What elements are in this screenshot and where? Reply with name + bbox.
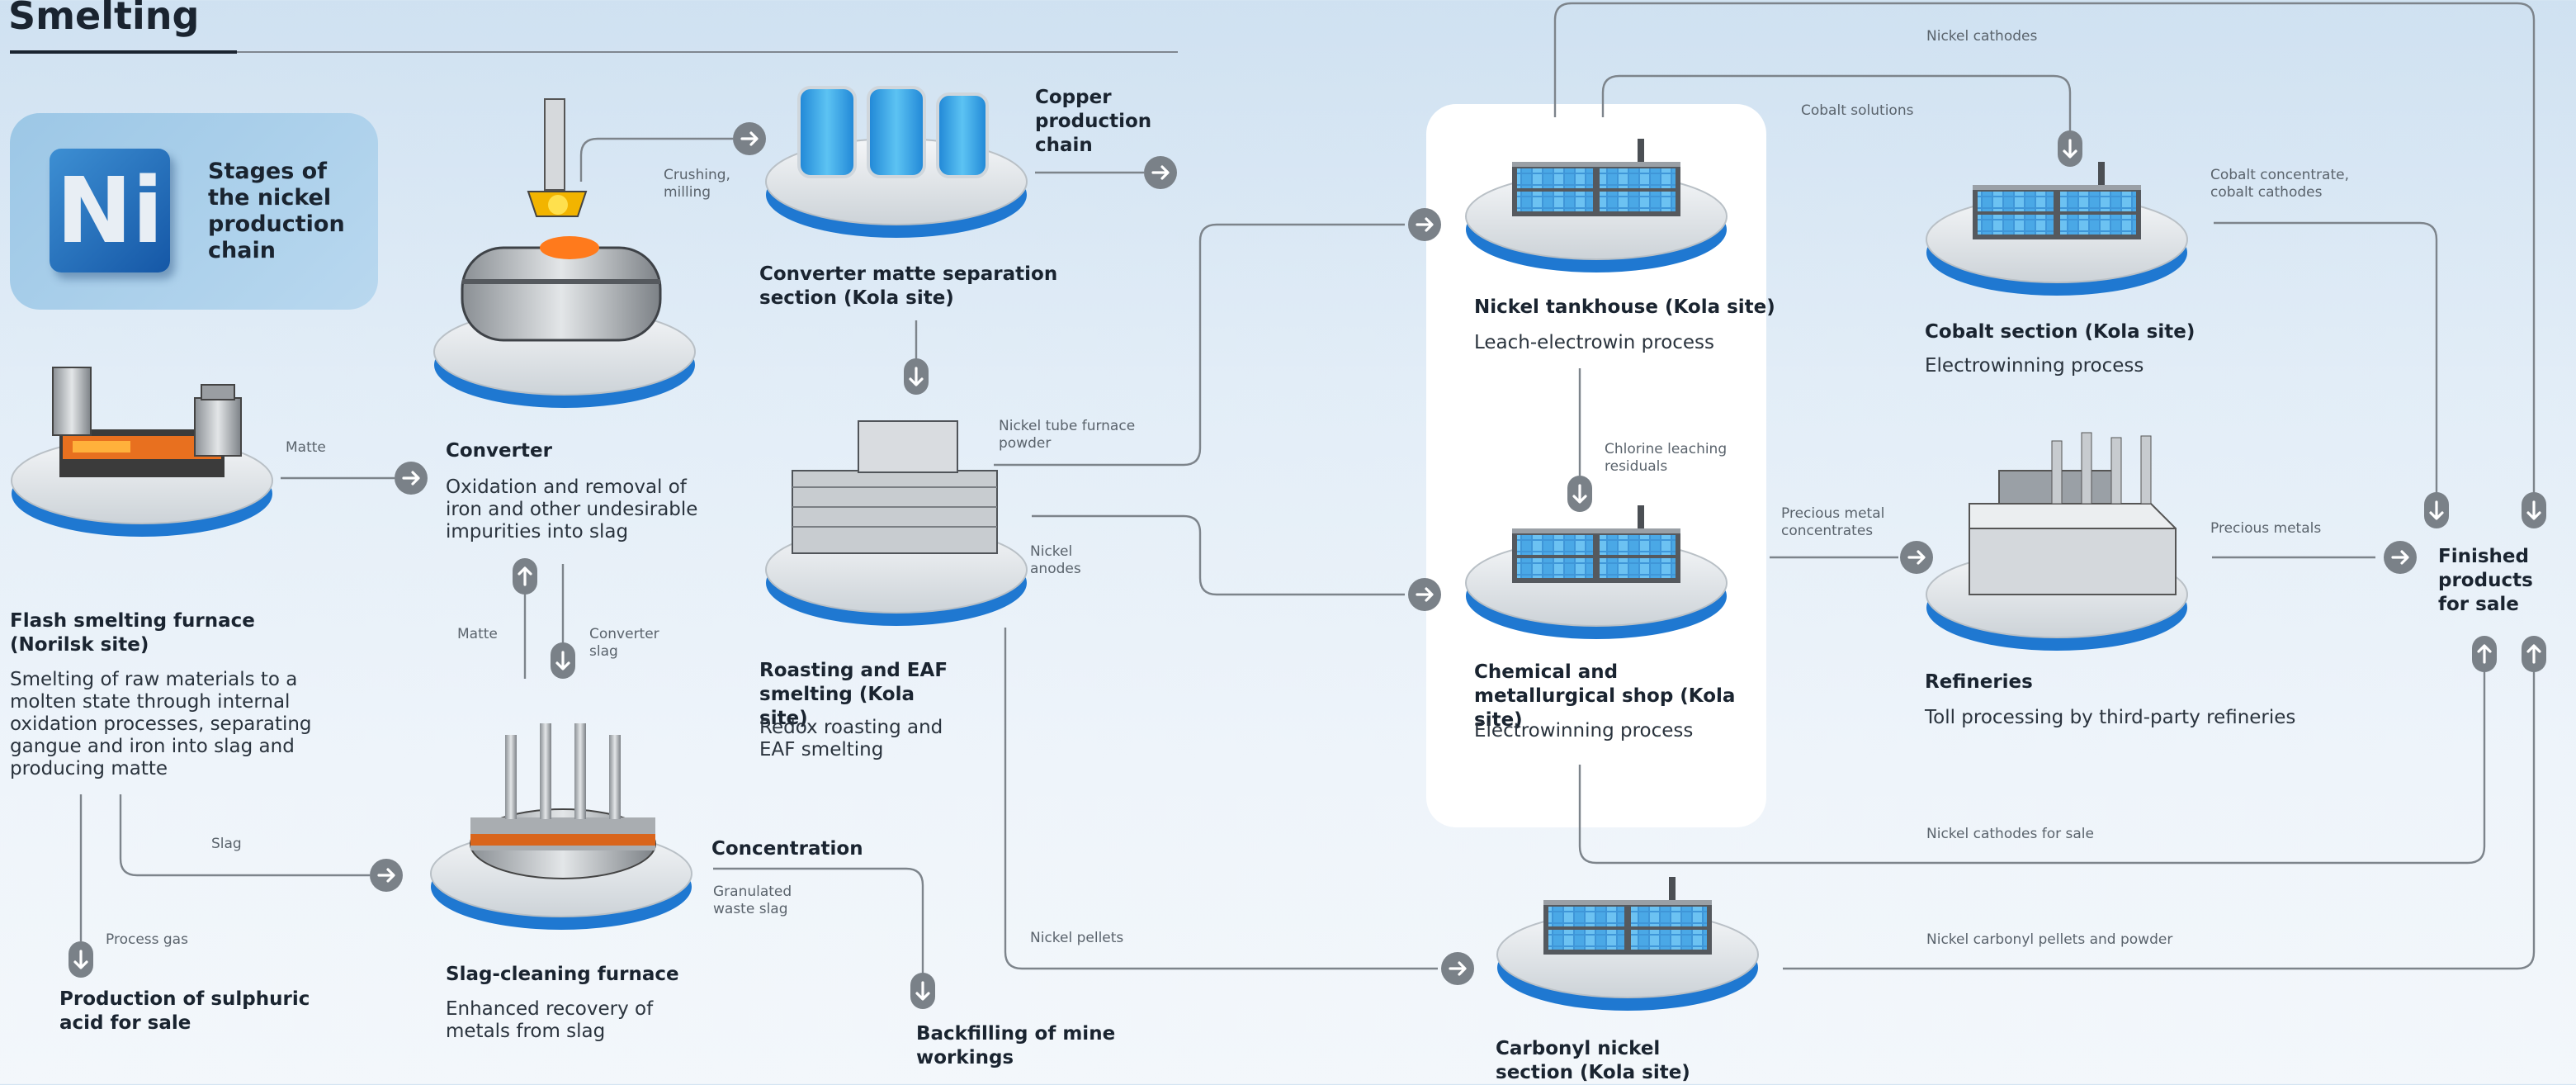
- arrow-down-icon: [2520, 490, 2548, 530]
- arrow-down-icon: [549, 641, 577, 680]
- converter-description: Oxidation and removal of iron and other …: [446, 476, 698, 542]
- arrow-right-icon: [368, 857, 404, 893]
- tankhouse-description: Leach-electrowin process: [1474, 332, 1715, 353]
- flow-label-tube-powder: Nickel tube furnace powder: [999, 418, 1136, 452]
- converter-illustration: [433, 98, 696, 409]
- roasting-name: Roasting and EAF smelting (Kola site): [759, 660, 948, 729]
- flow-line-anodes: [1032, 514, 1405, 596]
- arrow-right-icon: [1406, 576, 1443, 613]
- tankhouse-name: Nickel tankhouse (Kola site): [1474, 296, 1775, 318]
- flow-lines: [79, 2, 2536, 974]
- flash-furnace-name: Flash smelting furnace (Norilsk site): [10, 610, 255, 656]
- cobalt-name: Cobalt section (Kola site): [1925, 321, 2196, 343]
- nickel-element-icon: Ni: [50, 149, 170, 272]
- chem-shop-description: Electrowinning process: [1474, 720, 1694, 741]
- roasting-description: Redox roasting and EAF smelting: [759, 717, 943, 760]
- flow-line-cathodes-sale: [1578, 670, 2486, 865]
- flow-label-crushing: Crushing, milling: [664, 167, 730, 201]
- flow-label-cathodes-sale: Nickel cathodes for sale: [1926, 826, 2094, 842]
- arrow-up-icon: [2520, 634, 2548, 674]
- arrow-down-icon: [2056, 129, 2084, 168]
- sulphuric-acid-name: Production of sulphuric acid for sale: [59, 988, 310, 1034]
- title-divider-accent: [10, 50, 237, 54]
- flow-label-carbonyl-products: Nickel carbonyl pellets and powder: [1926, 931, 2173, 948]
- concentration-name: Concentration: [711, 838, 863, 860]
- flow-label-nickel-cathodes: Nickel cathodes: [1926, 28, 2038, 45]
- tankhouse-illustration: [1465, 139, 1728, 273]
- chem-shop-illustration: [1465, 505, 1728, 640]
- slag-furnace-description: Enhanced recovery of metals from slag: [446, 998, 654, 1042]
- flow-line-crushing: [579, 137, 733, 182]
- flash-furnace-description: Smelting of raw materials to a molten st…: [10, 669, 312, 779]
- flow-label-granulated: Granulated waste slag: [713, 884, 792, 917]
- roasting-illustration: [765, 420, 1028, 627]
- refineries-illustration: [1926, 432, 2188, 651]
- arrow-right-icon: [1406, 206, 1443, 243]
- flow-line-granulated: [713, 867, 924, 974]
- flow-label-anodes: Nickel anodes: [1030, 543, 1081, 577]
- arrow-right-icon: [1898, 539, 1935, 576]
- cobalt-illustration: [1926, 162, 2188, 296]
- arrow-right-icon: [1142, 154, 1179, 191]
- flow-line-carbonyl: [1783, 670, 2536, 970]
- flash-furnace-illustration: [11, 367, 273, 538]
- flow-label-matte: Matte: [286, 439, 326, 456]
- intro-caption: Stages of the nickel production chain: [208, 159, 345, 263]
- flow-label-pellets: Nickel pellets: [1030, 930, 1124, 946]
- arrow-down-icon: [2422, 490, 2451, 530]
- matte-separation-illustration: [765, 86, 1028, 239]
- flow-label-precious-metals: Precious metals: [2210, 520, 2322, 537]
- arrow-up-icon: [511, 557, 539, 596]
- arrow-right-icon: [731, 121, 768, 157]
- flow-label-chlorine: Chlorine leaching residuals: [1605, 441, 1728, 475]
- arrow-right-icon: [1439, 950, 1476, 987]
- arrow-down-icon: [909, 971, 937, 1011]
- title-divider: [10, 51, 1178, 53]
- flow-line-tube-powder: [994, 223, 1405, 467]
- flow-label-process-gas: Process gas: [106, 931, 188, 948]
- page-title: Smelting: [8, 0, 200, 38]
- slag-furnace-name: Slag-cleaning furnace: [446, 964, 679, 985]
- copper-chain-name: Copper production chain: [1035, 87, 1152, 156]
- flow-label-cobalt-solutions: Cobalt solutions: [1801, 102, 1914, 119]
- flow-label-slag: Slag: [211, 836, 242, 852]
- backfilling-name: Backfilling of mine workings: [916, 1023, 1116, 1068]
- carbonyl-illustration: [1496, 877, 1759, 1012]
- refineries-name: Refineries: [1925, 671, 2033, 693]
- slag-furnace-illustration: [430, 723, 692, 931]
- finished-products-name: Finished products for sale: [2438, 546, 2533, 615]
- cobalt-description: Electrowinning process: [1925, 355, 2144, 377]
- converter-name: Converter: [446, 440, 552, 462]
- arrow-down-icon: [67, 940, 95, 979]
- flow-line-nickel-cathodes: [1553, 2, 2536, 495]
- carbonyl-name: Carbonyl nickel section (Kola site): [1496, 1038, 1690, 1083]
- matte-separation-name: Converter matte separation section (Kola…: [759, 263, 1058, 309]
- flow-label-matte-up: Matte: [457, 626, 498, 642]
- arrow-right-icon: [393, 460, 429, 496]
- arrow-down-icon: [902, 357, 930, 396]
- refineries-description: Toll processing by third-party refinerie…: [1925, 707, 2296, 728]
- chem-shop-name: Chemical and metallurgical shop (Kola si…: [1474, 661, 1736, 731]
- arrow-right-icon: [2382, 539, 2418, 576]
- flow-line-cobalt-concentrate: [2214, 221, 2438, 495]
- flow-line-cobalt-solutions: [1601, 74, 2072, 134]
- flow-label-converter-slag: Converter slag: [589, 626, 659, 660]
- flow-label-cobalt-concentrate: Cobalt concentrate, cobalt cathodes: [2210, 167, 2349, 201]
- arrow-up-icon: [2470, 634, 2498, 674]
- arrow-down-icon: [1566, 474, 1594, 514]
- flow-line-slag: [119, 794, 370, 877]
- flow-label-precious-concentrates: Precious metal concentrates: [1781, 505, 1885, 539]
- flow-line-pellets: [1004, 628, 1438, 970]
